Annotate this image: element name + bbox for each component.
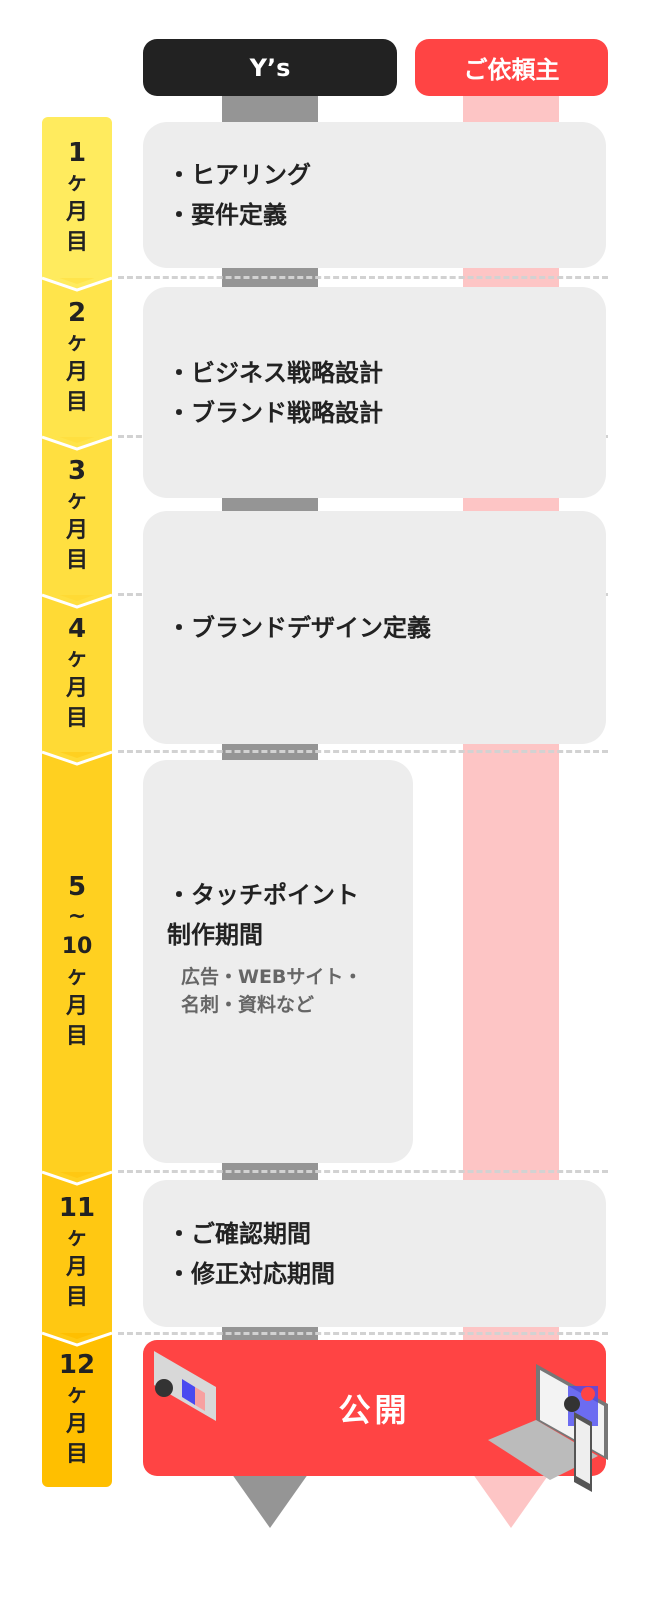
month-number: 11 bbox=[58, 1192, 96, 1223]
client-arrow bbox=[463, 1460, 559, 1528]
month-unit: 月 bbox=[65, 518, 88, 543]
month-unit: 月 bbox=[65, 1412, 88, 1437]
task-item: ご確認期間 bbox=[167, 1214, 606, 1254]
chevron-divider-icon bbox=[42, 1327, 112, 1347]
chevron-divider-icon bbox=[42, 746, 112, 766]
chevron-divider-icon bbox=[42, 431, 112, 451]
task-item: ビジネス戦略設計 bbox=[167, 353, 606, 393]
month-unit: 月 bbox=[65, 1254, 88, 1280]
month-unit: 目 bbox=[65, 229, 88, 255]
task-note: 広告・WEBサイト・ bbox=[181, 965, 363, 988]
month-unit: 月 bbox=[65, 994, 88, 1019]
month-unit: ヶ bbox=[65, 645, 88, 671]
month-unit: ヶ bbox=[65, 1224, 88, 1250]
divider bbox=[118, 750, 608, 753]
month-unit: ヶ bbox=[65, 169, 88, 195]
chevron-divider-icon bbox=[42, 1166, 112, 1186]
month-number: 1 bbox=[67, 137, 87, 168]
month-unit: 目 bbox=[65, 548, 88, 573]
divider bbox=[118, 276, 608, 279]
month-segment: 5~10 ヶ月目 bbox=[42, 752, 112, 1172]
month-unit: ヶ bbox=[65, 488, 88, 513]
month-unit: 目 bbox=[65, 1284, 88, 1310]
ys-header: Y’s bbox=[143, 39, 397, 96]
month-unit: 月 bbox=[65, 199, 88, 225]
task-item: ブランドデザイン定義 bbox=[167, 608, 606, 648]
launch-label: 公開 bbox=[338, 1391, 411, 1429]
month-unit: ヶ bbox=[65, 1382, 88, 1407]
month-unit: 目 bbox=[65, 1442, 88, 1467]
phase-card-hearing: ヒアリング 要件定義 bbox=[143, 122, 606, 268]
month-unit: 目 bbox=[65, 1024, 88, 1049]
month-unit: 目 bbox=[65, 705, 88, 731]
business-card-illustration bbox=[154, 1351, 216, 1421]
month-unit: 月 bbox=[65, 675, 88, 701]
task-item: 要件定義 bbox=[167, 195, 606, 235]
month-unit: ヶ bbox=[65, 329, 88, 355]
divider bbox=[118, 1170, 608, 1173]
month-number: 4 bbox=[67, 613, 87, 644]
month-number: 12 bbox=[58, 1350, 96, 1380]
month-unit: 月 bbox=[65, 359, 88, 385]
task-item: 修正対応期間 bbox=[167, 1254, 606, 1294]
phase-card-review: ご確認期間 修正対応期間 bbox=[143, 1180, 606, 1327]
phase-card-strategy: ビジネス戦略設計 ブランド戦略設計 bbox=[143, 287, 606, 498]
month-number: 2 bbox=[67, 297, 87, 328]
client-header: ご依頼主 bbox=[415, 39, 608, 96]
month-unit: ~ bbox=[67, 904, 87, 929]
month-number: 5 bbox=[67, 872, 87, 902]
task-item: ヒアリング bbox=[167, 155, 606, 195]
month-number: 3 bbox=[67, 456, 87, 486]
task-item: タッチポイント 制作期間 bbox=[167, 875, 413, 955]
phase-card-touchpoint: タッチポイント 制作期間 広告・WEBサイト・ 名刺・資料など bbox=[143, 760, 413, 1163]
month-unit: ヶ bbox=[65, 964, 88, 989]
chevron-divider-icon bbox=[42, 589, 112, 609]
chevron-divider-icon bbox=[42, 272, 112, 292]
task-item: ブランド戦略設計 bbox=[167, 393, 606, 433]
ys-arrow bbox=[222, 1460, 318, 1528]
task-note: 名刺・資料など bbox=[181, 993, 315, 1016]
month-unit: 10 bbox=[61, 934, 93, 959]
phase-card-design: ブランドデザイン定義 bbox=[143, 511, 606, 744]
devices-illustration bbox=[488, 1364, 608, 1492]
divider bbox=[118, 1332, 608, 1335]
month-unit: 目 bbox=[65, 389, 88, 415]
